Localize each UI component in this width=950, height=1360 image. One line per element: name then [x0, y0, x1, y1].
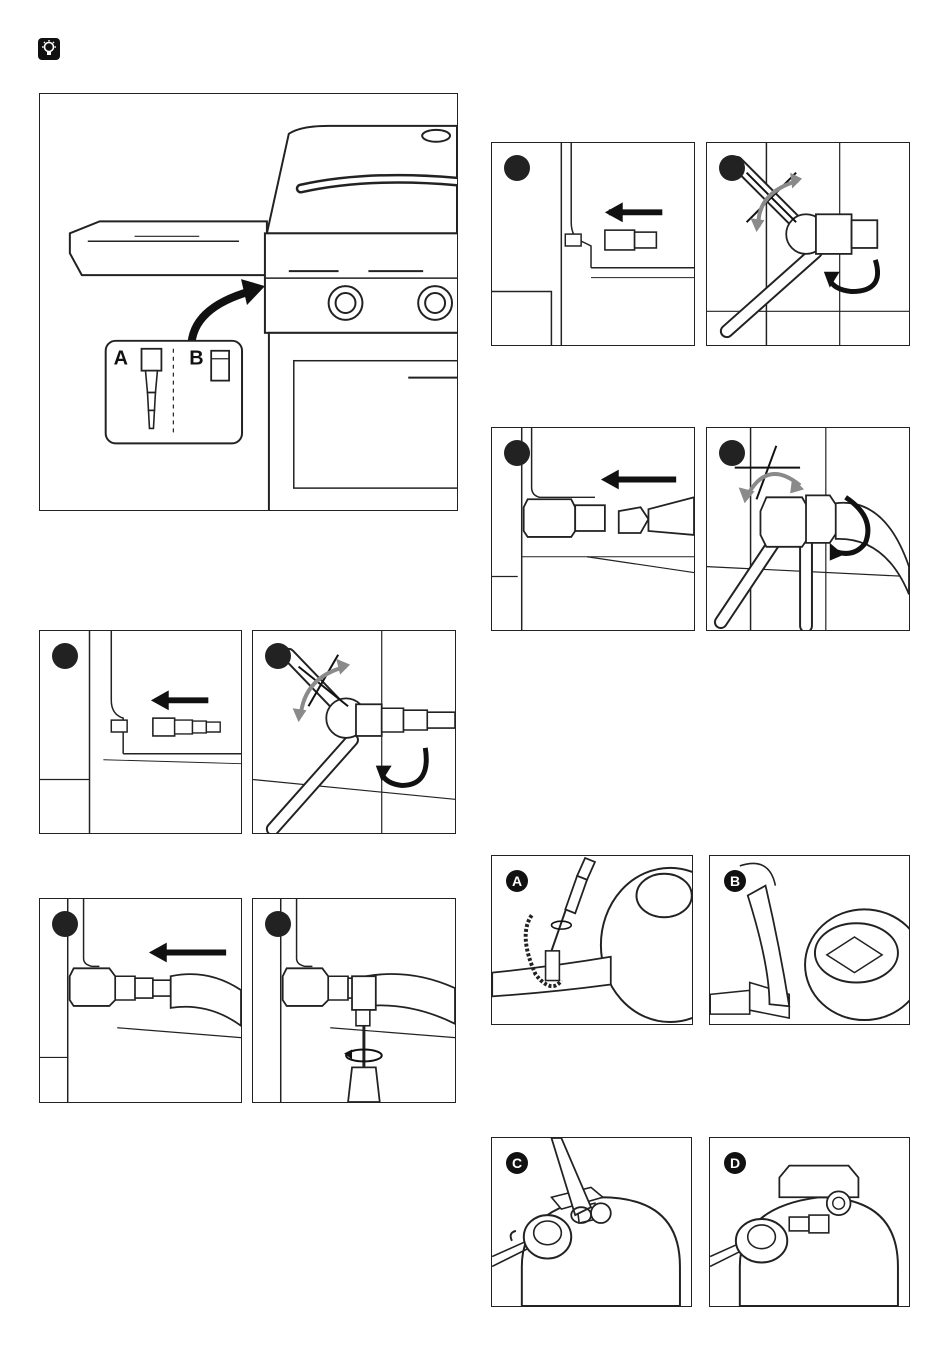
step-1-illustration: [491, 142, 695, 346]
step-badge: [265, 911, 291, 937]
step-badge: [265, 643, 291, 669]
label-a: A: [114, 348, 128, 370]
step-4-illustration: [706, 427, 910, 631]
step-badge: [504, 155, 530, 181]
step-3-illustration: [491, 427, 695, 631]
lightbulb-icon: [38, 38, 60, 60]
hose-step-3-illustration: [39, 898, 242, 1103]
step-badge: [52, 643, 78, 669]
hose-step-2-illustration: [252, 630, 456, 834]
badge-c: C: [506, 1152, 528, 1174]
regulator-step-c-illustration: C: [491, 1137, 692, 1307]
grill-overview-illustration: A B: [39, 93, 458, 511]
step-2-illustration: [706, 142, 910, 346]
regulator-step-a-illustration: A: [491, 855, 693, 1025]
regulator-step-b-illustration: B: [709, 855, 910, 1025]
hose-step-4-illustration: [252, 898, 456, 1103]
step-badge: [504, 440, 530, 466]
label-b: B: [189, 348, 203, 370]
badge-a: A: [506, 870, 528, 892]
hose-step-1-illustration: [39, 630, 242, 834]
regulator-step-d-illustration: D: [709, 1137, 910, 1307]
step-badge: [52, 911, 78, 937]
badge-b: B: [724, 870, 746, 892]
badge-d: D: [724, 1152, 746, 1174]
step-badge: [719, 155, 745, 181]
step-badge: [719, 440, 745, 466]
